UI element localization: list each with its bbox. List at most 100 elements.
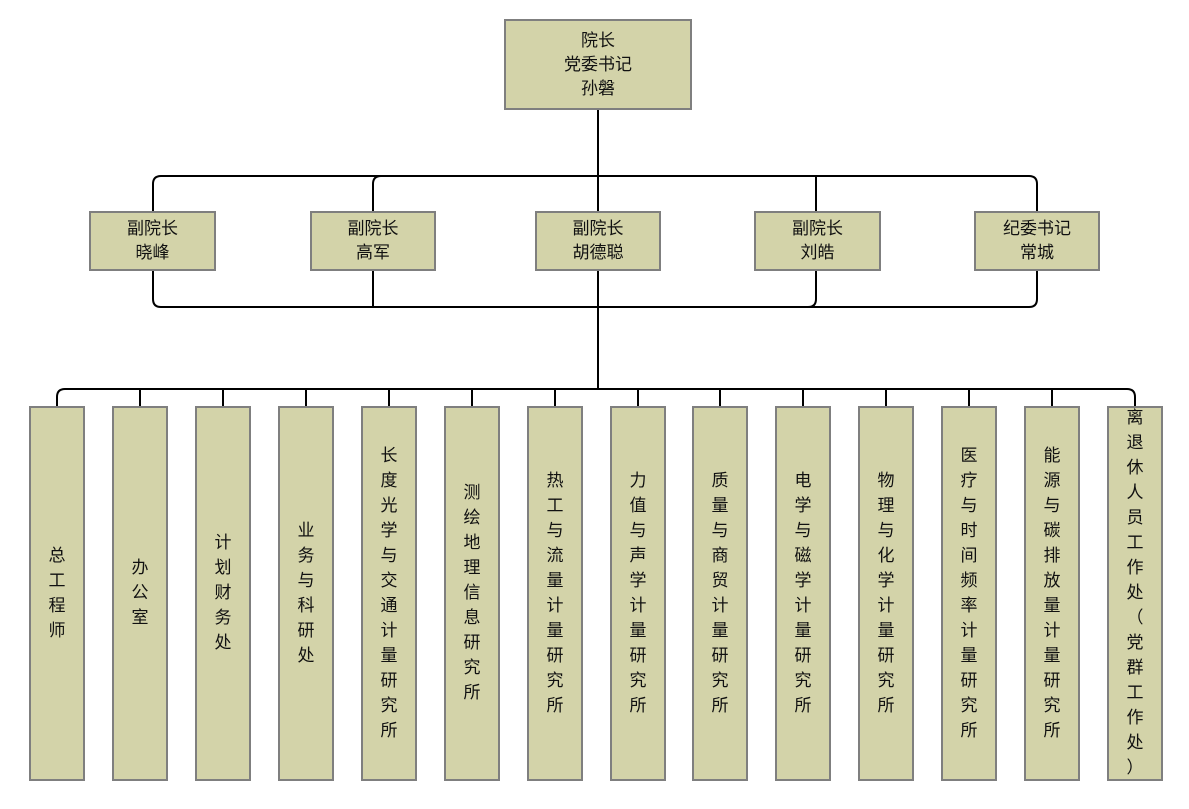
- department-char: 所: [711, 695, 729, 716]
- department-2-label: 办公室: [132, 556, 149, 631]
- connector-department-bus: [56, 388, 1136, 406]
- department-char: 处: [214, 633, 232, 653]
- department-char: 财: [214, 583, 232, 603]
- department-char: 群: [1126, 658, 1144, 678]
- connector-vice-bottom-bus: [152, 270, 1038, 308]
- department-10-label: 电学与磁学计量研究所: [795, 469, 812, 719]
- department-char: 计: [960, 620, 978, 641]
- department-7-label: 热工与流量计量研究所: [547, 469, 564, 719]
- department-char: 绘: [463, 508, 481, 528]
- department-14-label: 离退休人员工作处（党群工作处）: [1127, 406, 1144, 781]
- department-char: 息: [463, 608, 481, 628]
- department-char: 与: [794, 520, 812, 541]
- department-char: 究: [463, 658, 481, 678]
- department-box-7: 热工与流量计量研究所: [527, 406, 583, 781]
- department-char: 员: [1126, 508, 1144, 528]
- department-char: 排: [1043, 545, 1061, 566]
- department-char: 能: [1043, 445, 1061, 466]
- department-char: 究: [877, 670, 895, 691]
- department-char: 量: [960, 645, 978, 666]
- department-char: 究: [794, 670, 812, 691]
- department-char: 计: [629, 595, 647, 616]
- department-char: 工: [1126, 533, 1144, 553]
- department-char: 频: [960, 570, 978, 591]
- department-char: 与: [877, 520, 895, 541]
- department-char: 处: [297, 645, 315, 666]
- department-char: 所: [380, 720, 398, 741]
- department-char: 究: [629, 670, 647, 691]
- department-char: 处: [1126, 733, 1144, 753]
- department-char: 量: [380, 645, 398, 666]
- department-char: 量: [711, 620, 729, 641]
- department-box-12: 医疗与时间频率计量研究所: [941, 406, 997, 781]
- department-char: 间: [960, 545, 978, 566]
- department-box-10: 电学与磁学计量研究所: [775, 406, 831, 781]
- connector-vice-top-inner: [372, 174, 817, 212]
- department-char: 研: [463, 633, 481, 653]
- department-11-label: 物理与化学计量研究所: [878, 469, 895, 719]
- president-box: 院长 党委书记 孙磐: [504, 19, 692, 110]
- department-char: 与: [711, 520, 729, 541]
- department-char: 量: [794, 620, 812, 641]
- vice-5-title: 纪委书记: [1003, 219, 1071, 239]
- department-char: 计: [877, 595, 895, 616]
- department-char: （: [1126, 608, 1144, 628]
- department-char: 离: [1126, 408, 1144, 428]
- department-char: 声: [629, 545, 647, 566]
- department-char: 学: [380, 520, 398, 541]
- vice-4-name: 刘皓: [800, 243, 835, 263]
- department-6-label: 测绘地理信息研究所: [464, 481, 481, 706]
- department-char: 师: [48, 620, 66, 641]
- department-1-label: 总工程师: [49, 544, 66, 644]
- department-char: 研: [297, 620, 315, 641]
- department-char: 计: [711, 595, 729, 616]
- vice-3-title: 副院长: [572, 219, 624, 239]
- vice-3-name: 胡德聪: [572, 243, 624, 263]
- department-char: 工: [1126, 683, 1144, 703]
- department-char: 测: [463, 483, 481, 503]
- department-char: 量: [877, 620, 895, 641]
- department-char: 质: [711, 470, 729, 491]
- department-box-5: 长度光学与交通计量研究所: [361, 406, 417, 781]
- department-char: 计: [380, 620, 398, 641]
- department-box-11: 物理与化学计量研究所: [858, 406, 914, 781]
- department-char: 所: [629, 695, 647, 716]
- department-char: 疗: [960, 470, 978, 491]
- department-char: 放: [1043, 570, 1061, 591]
- department-char: 与: [297, 570, 315, 591]
- vice-2-name: 高军: [356, 243, 390, 263]
- department-char: 研: [960, 670, 978, 691]
- department-8-label: 力值与声学计量研究所: [630, 469, 647, 719]
- department-char: 程: [48, 595, 66, 616]
- department-char: 作: [1126, 558, 1144, 578]
- department-char: 量: [1043, 595, 1061, 616]
- department-char: 计: [1043, 620, 1061, 641]
- department-box-4: 业务与科研处: [278, 406, 334, 781]
- department-char: 与: [380, 545, 398, 566]
- department-char: 磁: [794, 545, 812, 566]
- department-char: 度: [380, 470, 398, 491]
- department-char: 所: [1043, 720, 1061, 741]
- department-char: 科: [297, 595, 315, 616]
- department-char: 与: [960, 495, 978, 516]
- department-char: 流: [546, 545, 564, 566]
- department-char: 光: [380, 495, 398, 516]
- department-char: 究: [1043, 695, 1061, 716]
- department-char: 办: [131, 558, 149, 578]
- department-char: 与: [629, 520, 647, 541]
- department-char: 研: [1043, 670, 1061, 691]
- vice-box-1: 副院长 晓峰: [89, 211, 216, 271]
- department-char: 研: [711, 645, 729, 666]
- department-char: 碳: [1043, 520, 1061, 541]
- vice-4-title: 副院长: [792, 219, 843, 239]
- department-char: 休: [1126, 458, 1144, 478]
- department-char: 与: [1043, 495, 1061, 516]
- department-char: 退: [1126, 433, 1144, 453]
- department-char: 学: [629, 570, 647, 591]
- department-5-label: 长度光学与交通计量研究所: [381, 444, 398, 744]
- department-char: 所: [960, 720, 978, 741]
- department-char: 信: [463, 583, 481, 603]
- department-4-label: 业务与科研处: [298, 519, 315, 669]
